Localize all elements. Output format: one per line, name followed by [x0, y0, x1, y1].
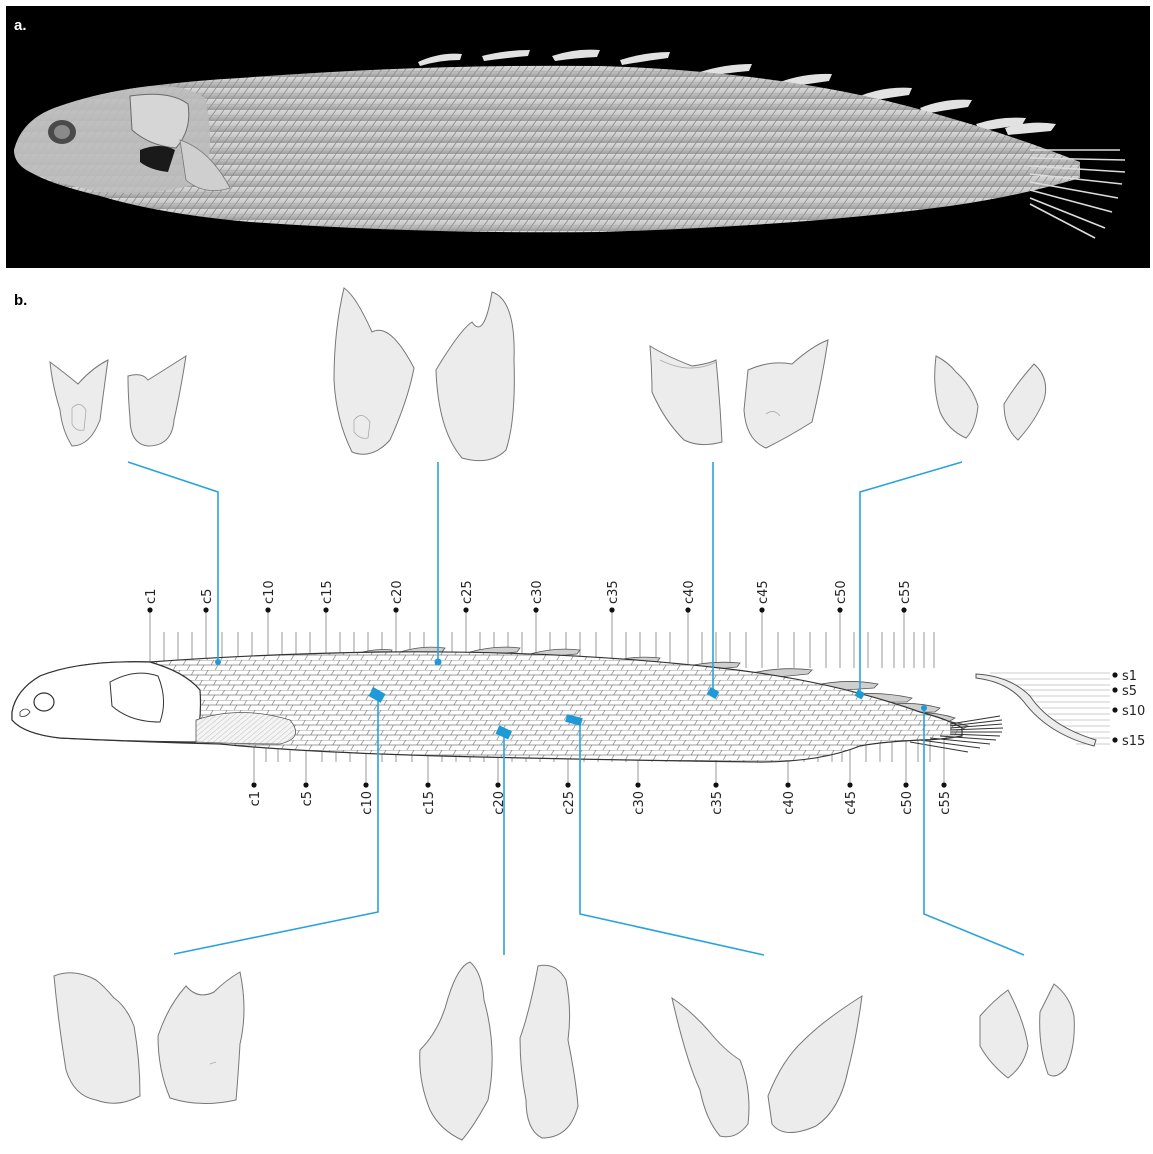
series-label-s15: s15	[1122, 734, 1145, 749]
col-label-bottom: c5	[300, 791, 315, 806]
tail-scale-series: s1 s5 s10 s15	[976, 669, 1145, 749]
col-label-bottom: c40	[782, 791, 797, 815]
col-label-bottom: c50	[900, 791, 915, 815]
scale-specimen-bottom-3a	[672, 998, 749, 1137]
col-label-bottom: c25	[562, 791, 577, 815]
col-label-bottom: c10	[360, 791, 375, 815]
col-label-bottom: c30	[632, 791, 647, 815]
scale-specimen-bottom-4b	[1040, 984, 1075, 1076]
col-label-bottom: c35	[710, 791, 725, 815]
col-label-top: c45	[756, 580, 771, 604]
scale-specimen-top-4b	[1004, 364, 1046, 440]
scale-specimen-top-2b	[436, 292, 514, 461]
scale-specimen-bottom-1a	[54, 973, 140, 1103]
col-label-top: c50	[834, 580, 849, 604]
series-label-s1: s1	[1122, 669, 1137, 684]
scale-specimen-bottom-3b	[768, 996, 862, 1133]
series-label-s10: s10	[1122, 704, 1145, 719]
panel-b-label: b.	[14, 292, 27, 309]
col-label-top: c30	[530, 580, 545, 604]
col-label-top: c55	[898, 580, 913, 604]
series-label-s5: s5	[1122, 684, 1137, 699]
col-label-top: c5	[200, 589, 215, 604]
col-label-top: c40	[682, 580, 697, 604]
scale-specimen-top-1a	[50, 360, 108, 446]
col-label-bottom: c15	[422, 791, 437, 815]
scale-specimen-bottom-2a	[420, 962, 492, 1140]
panel-a-label: a.	[14, 17, 27, 34]
eye-drawing	[34, 693, 54, 711]
col-label-top: c25	[460, 580, 475, 604]
column-labels-bottom: c1 c5 c10 c15 c20 c25 c30 c35 c40 c45 c5…	[248, 782, 953, 814]
scale-specimen-bottom-4a	[980, 990, 1028, 1078]
col-label-top: c10	[262, 580, 277, 604]
scale-specimen-top-4a	[935, 356, 978, 438]
panel-b: b.	[12, 288, 1145, 1140]
pectoral-fin-drawing	[196, 713, 296, 745]
scale-specimen-top-1b	[128, 356, 186, 446]
col-label-top: c15	[320, 580, 335, 604]
col-label-bottom: c45	[844, 791, 859, 815]
scale-specimen-top-3b	[744, 340, 828, 448]
column-labels-top: c1 c5 c10 c15 c20 c25 c30 c35 c40 c45 c5…	[144, 580, 913, 612]
scale-specimen-top-2a	[334, 288, 414, 454]
scale-specimen-bottom-1b	[158, 972, 244, 1104]
col-label-top: c20	[390, 580, 405, 604]
scale-specimen-bottom-2b	[520, 965, 578, 1138]
col-label-top: c1	[144, 589, 159, 604]
col-label-bottom: c1	[248, 791, 263, 806]
panel-a: a.	[6, 6, 1150, 268]
col-label-bottom: c55	[938, 791, 953, 815]
col-label-top: c35	[606, 580, 621, 604]
